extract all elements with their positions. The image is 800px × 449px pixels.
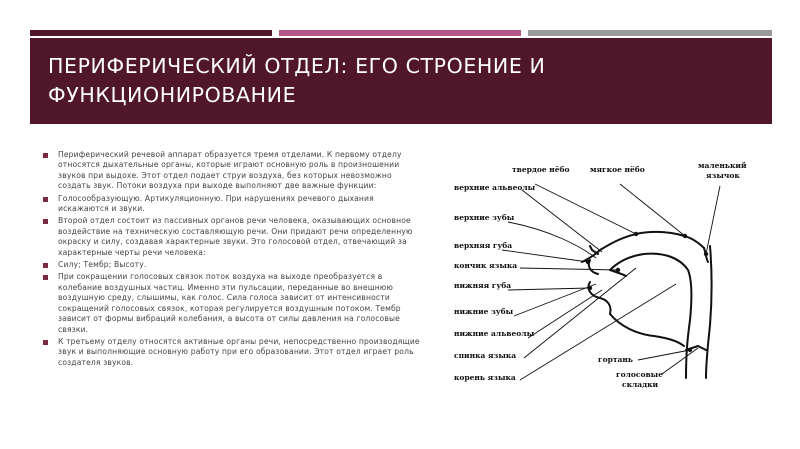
bullet-marker [43,219,48,225]
top-bar-gray [528,30,772,36]
top-bar-pink [279,30,521,36]
label-upper-lip: верхняя губа [454,241,512,250]
label-upper-alveoli: верхние альвеолы [454,183,536,192]
leader-tongue-back [523,267,637,359]
leader-larynx [637,349,691,361]
slide-title: Периферический отдел: его строение и фун… [48,54,546,107]
point-uvula [703,251,709,257]
tongue-outline [609,252,693,321]
bullet-item: Второй отдел состоит из пассивных органо… [42,216,424,258]
leader-lower-lip [507,287,591,291]
label-lower-alveoli: нижние альвеолы [454,329,535,338]
point-lower-lip [587,285,593,291]
bullet-text: Периферический речевой аппарат образуетс… [58,150,402,191]
label-tongue-tip: кончик языка [454,261,517,270]
upper-lip-outline [587,259,599,275]
bullet-marker [43,263,48,269]
point-larynx [687,347,693,353]
label-vocal-folds-2: складки [622,380,659,389]
leader-upper-lip [501,249,589,263]
top-bar-dark [30,30,272,36]
leader-lower-teeth [513,283,597,317]
tongue-tip-outline [609,269,627,277]
leader-soft-palate [619,183,686,237]
pharynx-outline [705,245,713,379]
label-tongue-root: корень языка [454,373,516,382]
bullet-marker [43,196,48,202]
bullet-text: К третьему отделу относятся активные орг… [58,336,420,367]
leader-upper-teeth [507,221,597,259]
label-lower-lip: нижняя губа [454,281,511,290]
label-larynx: гортань [598,355,633,364]
leader-lower-alveoli [527,289,603,339]
title-band: Периферический отдел: его строение и фун… [30,38,772,124]
bullet-item: При сокращении голосовых связок поток во… [42,272,424,334]
leader-tongue-root [519,283,677,381]
bullet-item: К третьему отделу относятся активные орг… [42,337,424,368]
point-soft-palate [682,233,688,239]
bullet-item: Силу; Тембр; Высоту. [42,260,424,270]
leader-hard-palate [534,183,637,235]
bullet-text: При сокращении голосовых связок поток во… [58,272,401,334]
bullet-marker [43,153,48,158]
point-hard-palate [633,231,639,237]
label-tongue-back: спинка языка [454,351,516,360]
bullet-marker [43,339,48,345]
leader-upper-alveoli [521,189,603,253]
speech-organs-diagram: твердое нёбо мягкое нёбо маленький язычо… [454,161,747,389]
leader-tongue-tip [519,267,619,271]
bullet-text: Силу; Тембр; Высоту. [58,260,147,270]
bullet-text: Голосообразующую. Артикуляционную. При н… [58,193,374,214]
bullet-text: Второй отдел состоит из пассивных органо… [58,216,413,257]
bullet-item: Периферический речевой аппарат образуетс… [42,150,424,192]
label-uvula-2: язычок [706,171,740,180]
leader-uvula [705,185,721,255]
label-uvula-1: маленький [698,161,747,170]
point-upper-lip [585,259,591,265]
label-hard-palate: твердое нёбо [512,165,570,174]
label-upper-teeth: верхние зубы [454,213,515,222]
leader-vocal-folds [661,347,699,375]
label-lower-teeth: нижние зубы [454,307,514,316]
bullet-item: Голосообразующую. Артикуляционную. При н… [42,194,424,215]
point-tongue-tip [615,267,621,273]
bullet-list: Периферический речевой аппарат образуетс… [42,150,424,370]
label-vocal-folds-1: голосовые [616,370,663,379]
jaw-outline [609,313,685,347]
label-soft-palate: мягкое нёбо [590,165,645,174]
bullet-marker [43,275,48,281]
larynx-outline [685,319,691,379]
